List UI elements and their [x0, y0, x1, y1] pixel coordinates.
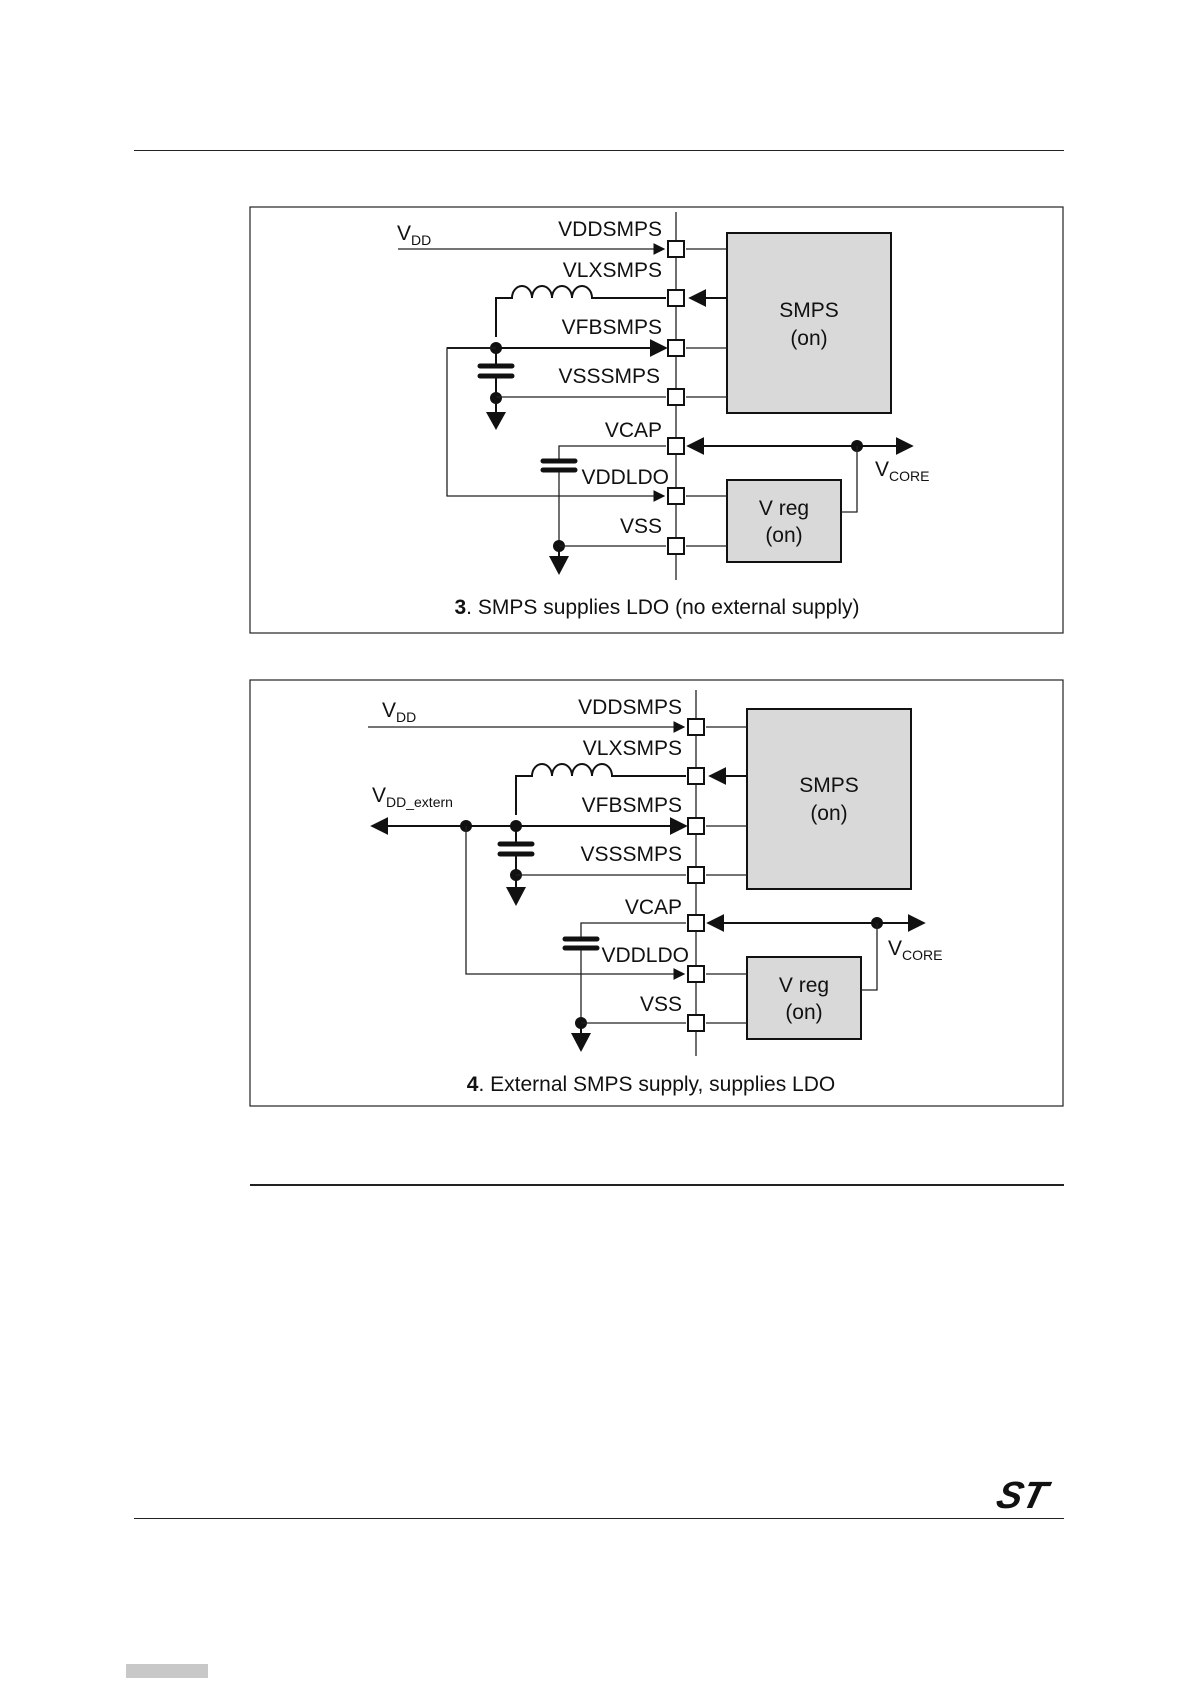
pin-label: VCAP: [605, 419, 662, 442]
pin-label: VSS: [640, 993, 682, 1016]
vreg-state-label: (on): [785, 1001, 822, 1024]
smps-block: [727, 233, 891, 413]
pin-vss: [668, 538, 684, 554]
pin-label: VDDSMPS: [558, 218, 662, 241]
pin-vcap: [668, 438, 684, 454]
pin-label: VSS: [620, 515, 662, 538]
pin-label: VDDLDO: [601, 944, 689, 967]
pin-label: VSSSMPS: [580, 843, 682, 866]
pin-vss: [688, 1015, 704, 1031]
pin-label: VCAP: [625, 896, 682, 919]
pin-label: VFBSMPS: [582, 794, 682, 817]
smps-state-label: (on): [790, 327, 827, 350]
vreg-state-label: (on): [765, 524, 802, 547]
smps-block: [747, 709, 911, 889]
pin-label: VLXSMPS: [583, 737, 682, 760]
figure-4-caption: 4. External SMPS supply, supplies LDO: [467, 1073, 835, 1096]
vreg-block: [727, 480, 841, 562]
smps-label: SMPS: [799, 774, 859, 797]
figure-4-external-smps-supply: SMPS (on) V reg (on) VDD VDD_extern: [250, 680, 1063, 1106]
pin-label: VDDSMPS: [578, 696, 682, 719]
pin-vlxsmps: [688, 768, 704, 784]
pin-vddldo: [688, 966, 704, 982]
pin-vfbsmps: [668, 340, 684, 356]
pin-label: VFBSMPS: [562, 316, 662, 339]
pin-vsssmps: [688, 867, 704, 883]
smps-state-label: (on): [810, 802, 847, 825]
pin-label: VDDLDO: [581, 466, 669, 489]
figure-3-smps-supplies-ldo: SMPS (on) V reg (on) VDD: [250, 207, 1063, 633]
vreg-label: V reg: [759, 497, 809, 520]
pin-vcap: [688, 915, 704, 931]
st-logo-text: ST: [992, 1475, 1054, 1517]
smps-label: SMPS: [779, 299, 839, 322]
pin-vfbsmps: [688, 818, 704, 834]
pin-vlxsmps: [668, 290, 684, 306]
footer-link-bar: [126, 1664, 208, 1678]
pin-label: VSSSMPS: [558, 365, 660, 388]
vreg-label: V reg: [779, 974, 829, 997]
pin-vsssmps: [668, 389, 684, 405]
pin-label: VLXSMPS: [563, 259, 662, 282]
pin-vddsmps: [668, 241, 684, 257]
pin-vddsmps: [688, 719, 704, 735]
vreg-block: [747, 957, 861, 1039]
figure-3-caption: 3. SMPS supplies LDO (no external supply…: [454, 596, 859, 619]
pin-vddldo: [668, 488, 684, 504]
st-logo: ST: [992, 1475, 1054, 1517]
